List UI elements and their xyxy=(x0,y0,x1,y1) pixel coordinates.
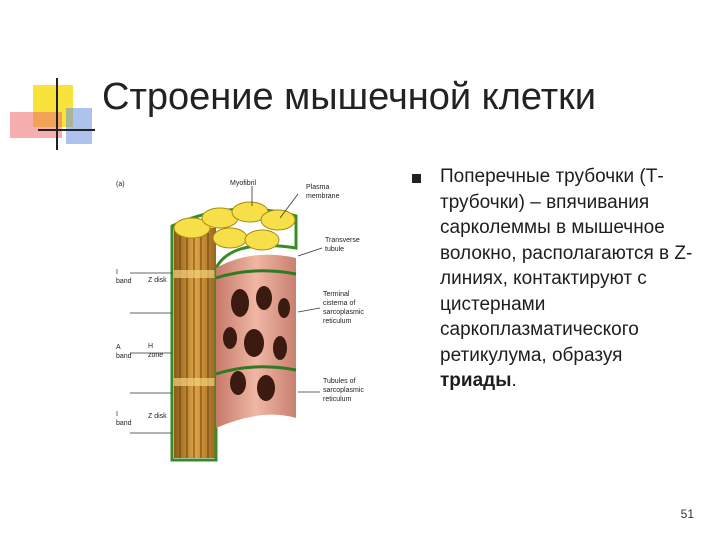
bullet-square-icon xyxy=(412,174,421,183)
label-plasma-1: Plasma xyxy=(306,184,329,191)
band-markers xyxy=(130,186,323,434)
label-plasma-2: membrane xyxy=(306,193,340,200)
label-a-band-2: band xyxy=(116,353,132,360)
sarcoplasmic-reticulum xyxy=(215,254,297,428)
label-terminal-4: reticulum xyxy=(323,318,352,325)
label-a-band-1: A xyxy=(116,344,121,351)
decor-vertical-line xyxy=(56,78,58,150)
label-transverse-1: Transverse xyxy=(325,237,360,244)
label-z-disk-top: Z disk xyxy=(148,277,167,284)
decor-red-square xyxy=(10,112,62,138)
bullet-text: Поперечные трубочки (Т-трубочки) – впячи… xyxy=(440,164,700,394)
label-tubules-2: sarcoplasmic xyxy=(323,387,364,394)
bullet-body: Поперечные трубочки (Т-трубочки) – впячи… xyxy=(440,166,693,366)
label-tubules-1: Tubules of xyxy=(323,378,355,385)
decor-horizontal-line xyxy=(38,129,95,131)
page-number: 51 xyxy=(680,507,694,521)
label-h-zone-1: H xyxy=(148,343,153,350)
label-transverse-2: tubule xyxy=(325,246,344,253)
label-i-band-bottom-1: I xyxy=(116,411,118,418)
label-terminal-1: Terminal xyxy=(323,291,350,298)
label-z-disk-bottom: Z disk xyxy=(148,413,167,420)
myofibril-bundle xyxy=(174,228,216,458)
label-i-band-bottom-2: band xyxy=(116,420,132,427)
label-tubules-3: reticulum xyxy=(323,396,352,403)
label-i-band-top-1: I xyxy=(116,269,118,276)
decor-blue-square xyxy=(66,108,92,144)
label-myofibril: Myofibril xyxy=(230,180,257,187)
bullet-end: . xyxy=(511,370,517,391)
label-h-zone-2: zone xyxy=(148,352,163,359)
myofibril-cross-sections xyxy=(173,201,296,251)
panel-letter: (a) xyxy=(116,181,125,188)
label-terminal-2: cisterna of xyxy=(323,300,355,307)
label-i-band-top-2: band xyxy=(116,278,132,285)
slide-title: Строение мышечной клетки xyxy=(102,76,596,118)
bullet-bold-term: триады xyxy=(440,370,512,391)
label-terminal-3: sarcoplasmic xyxy=(323,309,364,316)
muscle-fiber-diagram: (a) Myofibril Plasma membrane Transverse… xyxy=(116,180,364,462)
